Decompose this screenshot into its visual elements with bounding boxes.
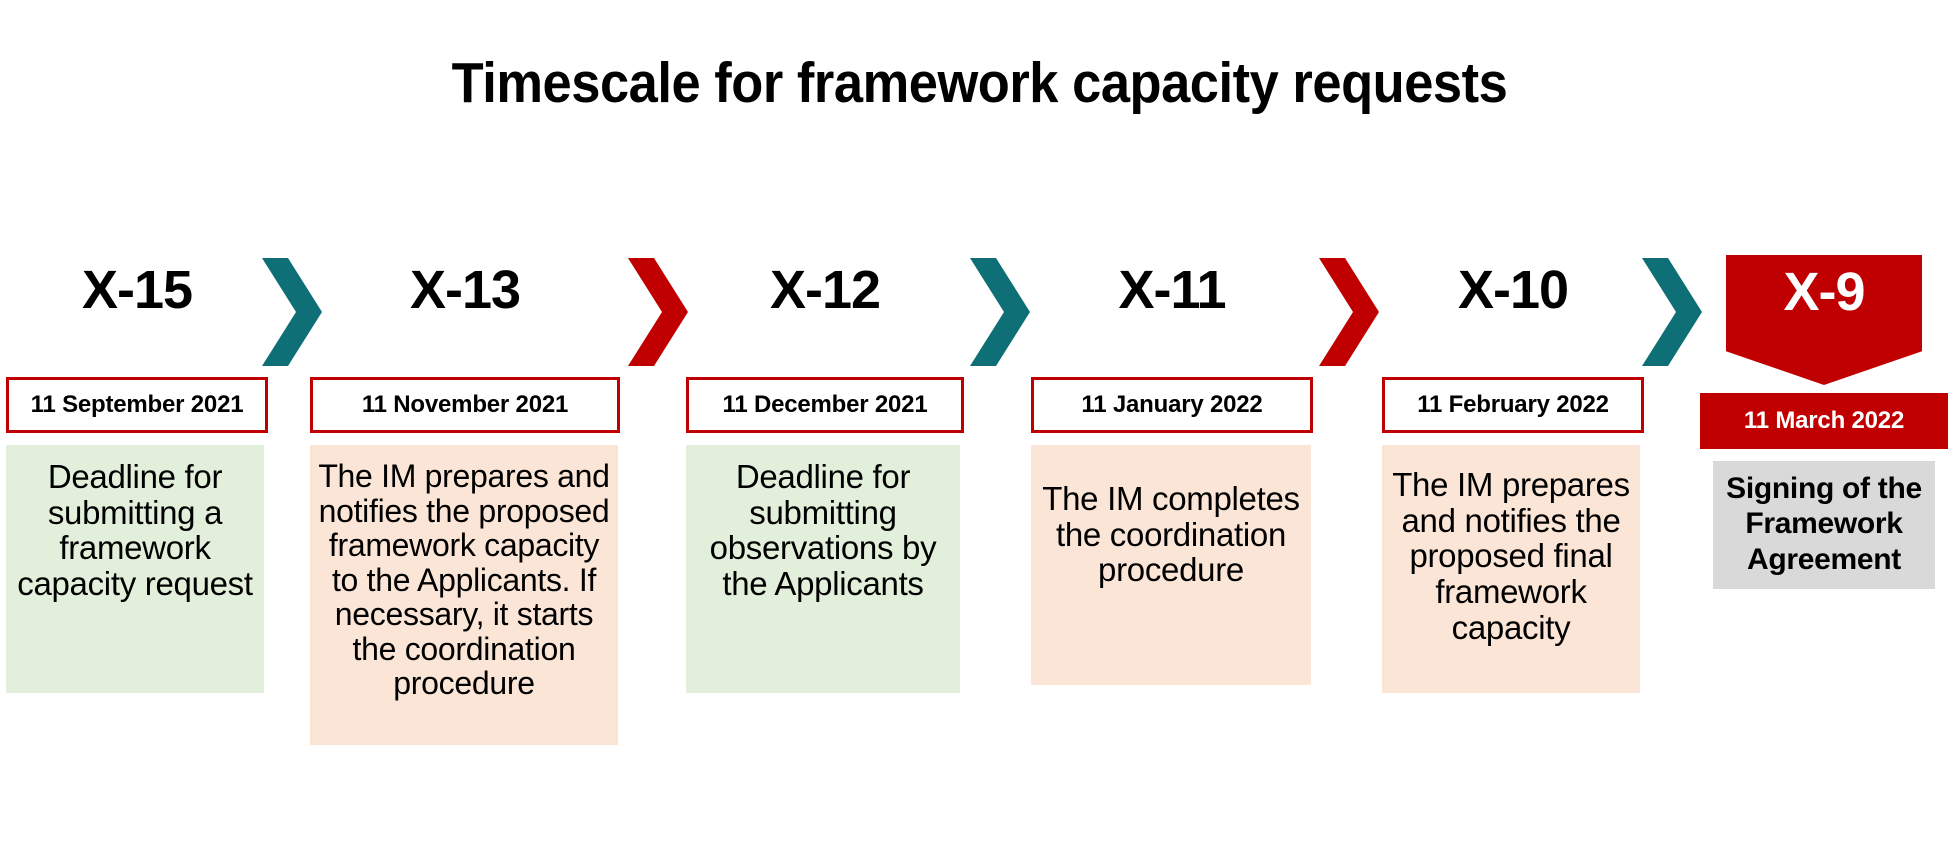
milestone-description: The IM prepares and notifies the propose… — [310, 445, 618, 745]
milestone-description: Deadline for submitting a framework capa… — [6, 445, 264, 693]
milestone-label: X-9 — [1783, 262, 1865, 322]
page-title: Timescale for framework capacity request… — [451, 51, 1508, 116]
milestone-label: X-11 — [1118, 260, 1226, 320]
milestone-label: X-10 — [1457, 260, 1569, 320]
milestone-column-x-12[interactable]: X-12 11 December 2021 Deadline for submi… — [686, 255, 964, 693]
milestone-label: X-15 — [81, 260, 193, 320]
milestone-description: Deadline for submitting observations by … — [686, 445, 960, 693]
milestone-date-box: 11 March 2022 — [1700, 393, 1948, 449]
milestone-column-x-13[interactable]: X-13 11 November 2021 The IM prepares an… — [310, 255, 620, 745]
milestone-description: Signing of the Framework Agreement — [1713, 461, 1935, 590]
milestone-date-box: 11 September 2021 — [6, 377, 268, 433]
chevron-right-icon-1 — [258, 258, 326, 366]
milestone-column-x-9[interactable]: X-9 11 March 2022 Signing of the Framewo… — [1700, 255, 1948, 590]
milestone-column-x-15[interactable]: X-15 11 September 2021 Deadline for subm… — [6, 255, 268, 693]
chevron-right-icon-5 — [1638, 258, 1706, 366]
chevron-right-icon-4 — [1315, 258, 1383, 366]
chevron-right-icon-3 — [966, 258, 1034, 366]
final-milestone-banner: X-9 — [1726, 255, 1922, 385]
milestone-description: The IM prepares and notifies the propose… — [1382, 445, 1640, 693]
milestone-date-box: 11 December 2021 — [686, 377, 964, 433]
milestone-description: The IM completes the coordination proced… — [1031, 445, 1311, 685]
milestone-column-x-11[interactable]: X-11 11 January 2022 The IM completes th… — [1031, 255, 1313, 685]
milestone-date-box: 11 February 2022 — [1382, 377, 1644, 433]
milestone-label: X-12 — [769, 260, 881, 320]
milestone-column-x-10[interactable]: X-10 11 February 2022 The IM prepares an… — [1382, 255, 1644, 693]
milestone-date-box: 11 November 2021 — [310, 377, 620, 433]
milestone-label: X-13 — [409, 260, 521, 320]
chevron-right-icon-2 — [624, 258, 692, 366]
milestone-date-box: 11 January 2022 — [1031, 377, 1313, 433]
